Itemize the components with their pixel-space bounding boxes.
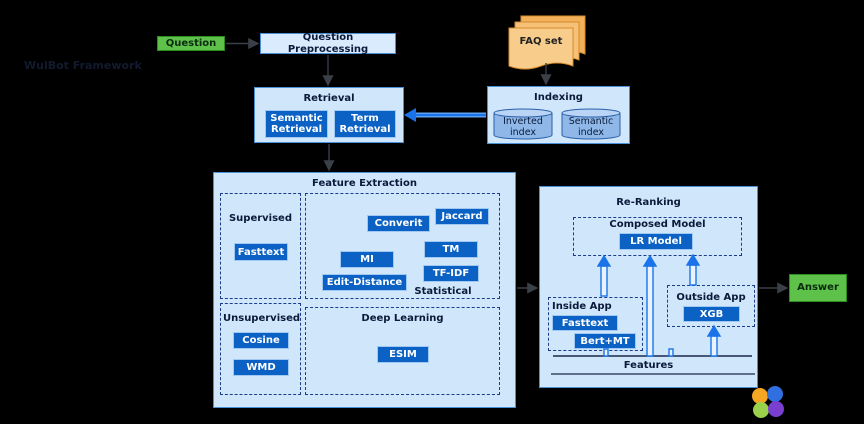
edit-distance-chip: Edit-Distance: [322, 274, 407, 291]
term-retrieval-chip: Term Retrieval: [334, 110, 396, 138]
statistical-label: Statistical: [414, 286, 472, 297]
jaccard-chip: Jaccard: [435, 208, 489, 225]
inside-app-label: Inside App: [552, 301, 612, 312]
question-node: Question: [157, 36, 225, 51]
semantic-index-label: Semantic index: [568, 116, 614, 138]
tm-chip: TM: [424, 241, 478, 258]
outside-app-group: Outside App XGB: [667, 285, 755, 327]
diagram-title: WulBot Framework: [24, 58, 142, 72]
inside-app-group: Inside App Fasttext Bert+MT: [548, 297, 643, 351]
indexing-title: Indexing: [534, 92, 583, 103]
retrieval-panel: Retrieval Semantic Retrieval Term Retrie…: [254, 87, 404, 143]
inside-fasttext-chip: Fasttext: [552, 315, 618, 331]
supervised-label: Supervised: [228, 213, 293, 224]
deep-learning-group: Deep Learning ESIM: [305, 307, 500, 395]
feature-extraction-panel: Feature Extraction Supervised Fasttext C…: [213, 172, 516, 408]
unsupervised-group: Unsupervised Cosine WMD: [220, 303, 301, 395]
answer-node: Answer: [789, 274, 847, 302]
fasttext-chip: Fasttext: [234, 243, 288, 261]
composed-model-label: Composed Model: [609, 219, 706, 230]
faq-set-label: FAQ set: [519, 36, 563, 48]
feature-extraction-title: Feature Extraction: [312, 178, 417, 189]
outside-app-label: Outside App: [676, 292, 746, 303]
reranking-panel: Re-Ranking Composed Model LR Model Insid…: [539, 186, 758, 388]
composed-model-group: Composed Model LR Model: [573, 217, 742, 256]
reranking-title: Re-Ranking: [616, 197, 681, 208]
cosine-chip: Cosine: [233, 332, 289, 349]
supervised-group: Supervised Fasttext: [220, 193, 301, 299]
bert-mt-chip: Bert+MT: [574, 333, 636, 349]
inverted-index-label: Inverted index: [503, 116, 543, 138]
converit-chip: Converit: [367, 215, 430, 232]
esim-chip: ESIM: [377, 346, 429, 363]
mi-chip: MI: [340, 251, 394, 268]
tfidf-chip: TF-IDF: [423, 265, 479, 282]
statistical-group: Converit Jaccard MI TM Edit-Distance TF-…: [305, 193, 500, 299]
lr-model-chip: LR Model: [619, 233, 693, 250]
xgb-chip: XGB: [683, 306, 740, 322]
wmd-chip: WMD: [233, 359, 289, 376]
semantic-retrieval-chip: Semantic Retrieval: [265, 110, 328, 138]
retrieval-title: Retrieval: [303, 93, 355, 104]
unsupervised-label: Unsupervised: [223, 313, 301, 324]
deep-learning-label: Deep Learning: [361, 313, 444, 324]
question-preprocessing-node: Question Preprocessing: [260, 32, 396, 55]
features-label: Features: [623, 360, 674, 371]
